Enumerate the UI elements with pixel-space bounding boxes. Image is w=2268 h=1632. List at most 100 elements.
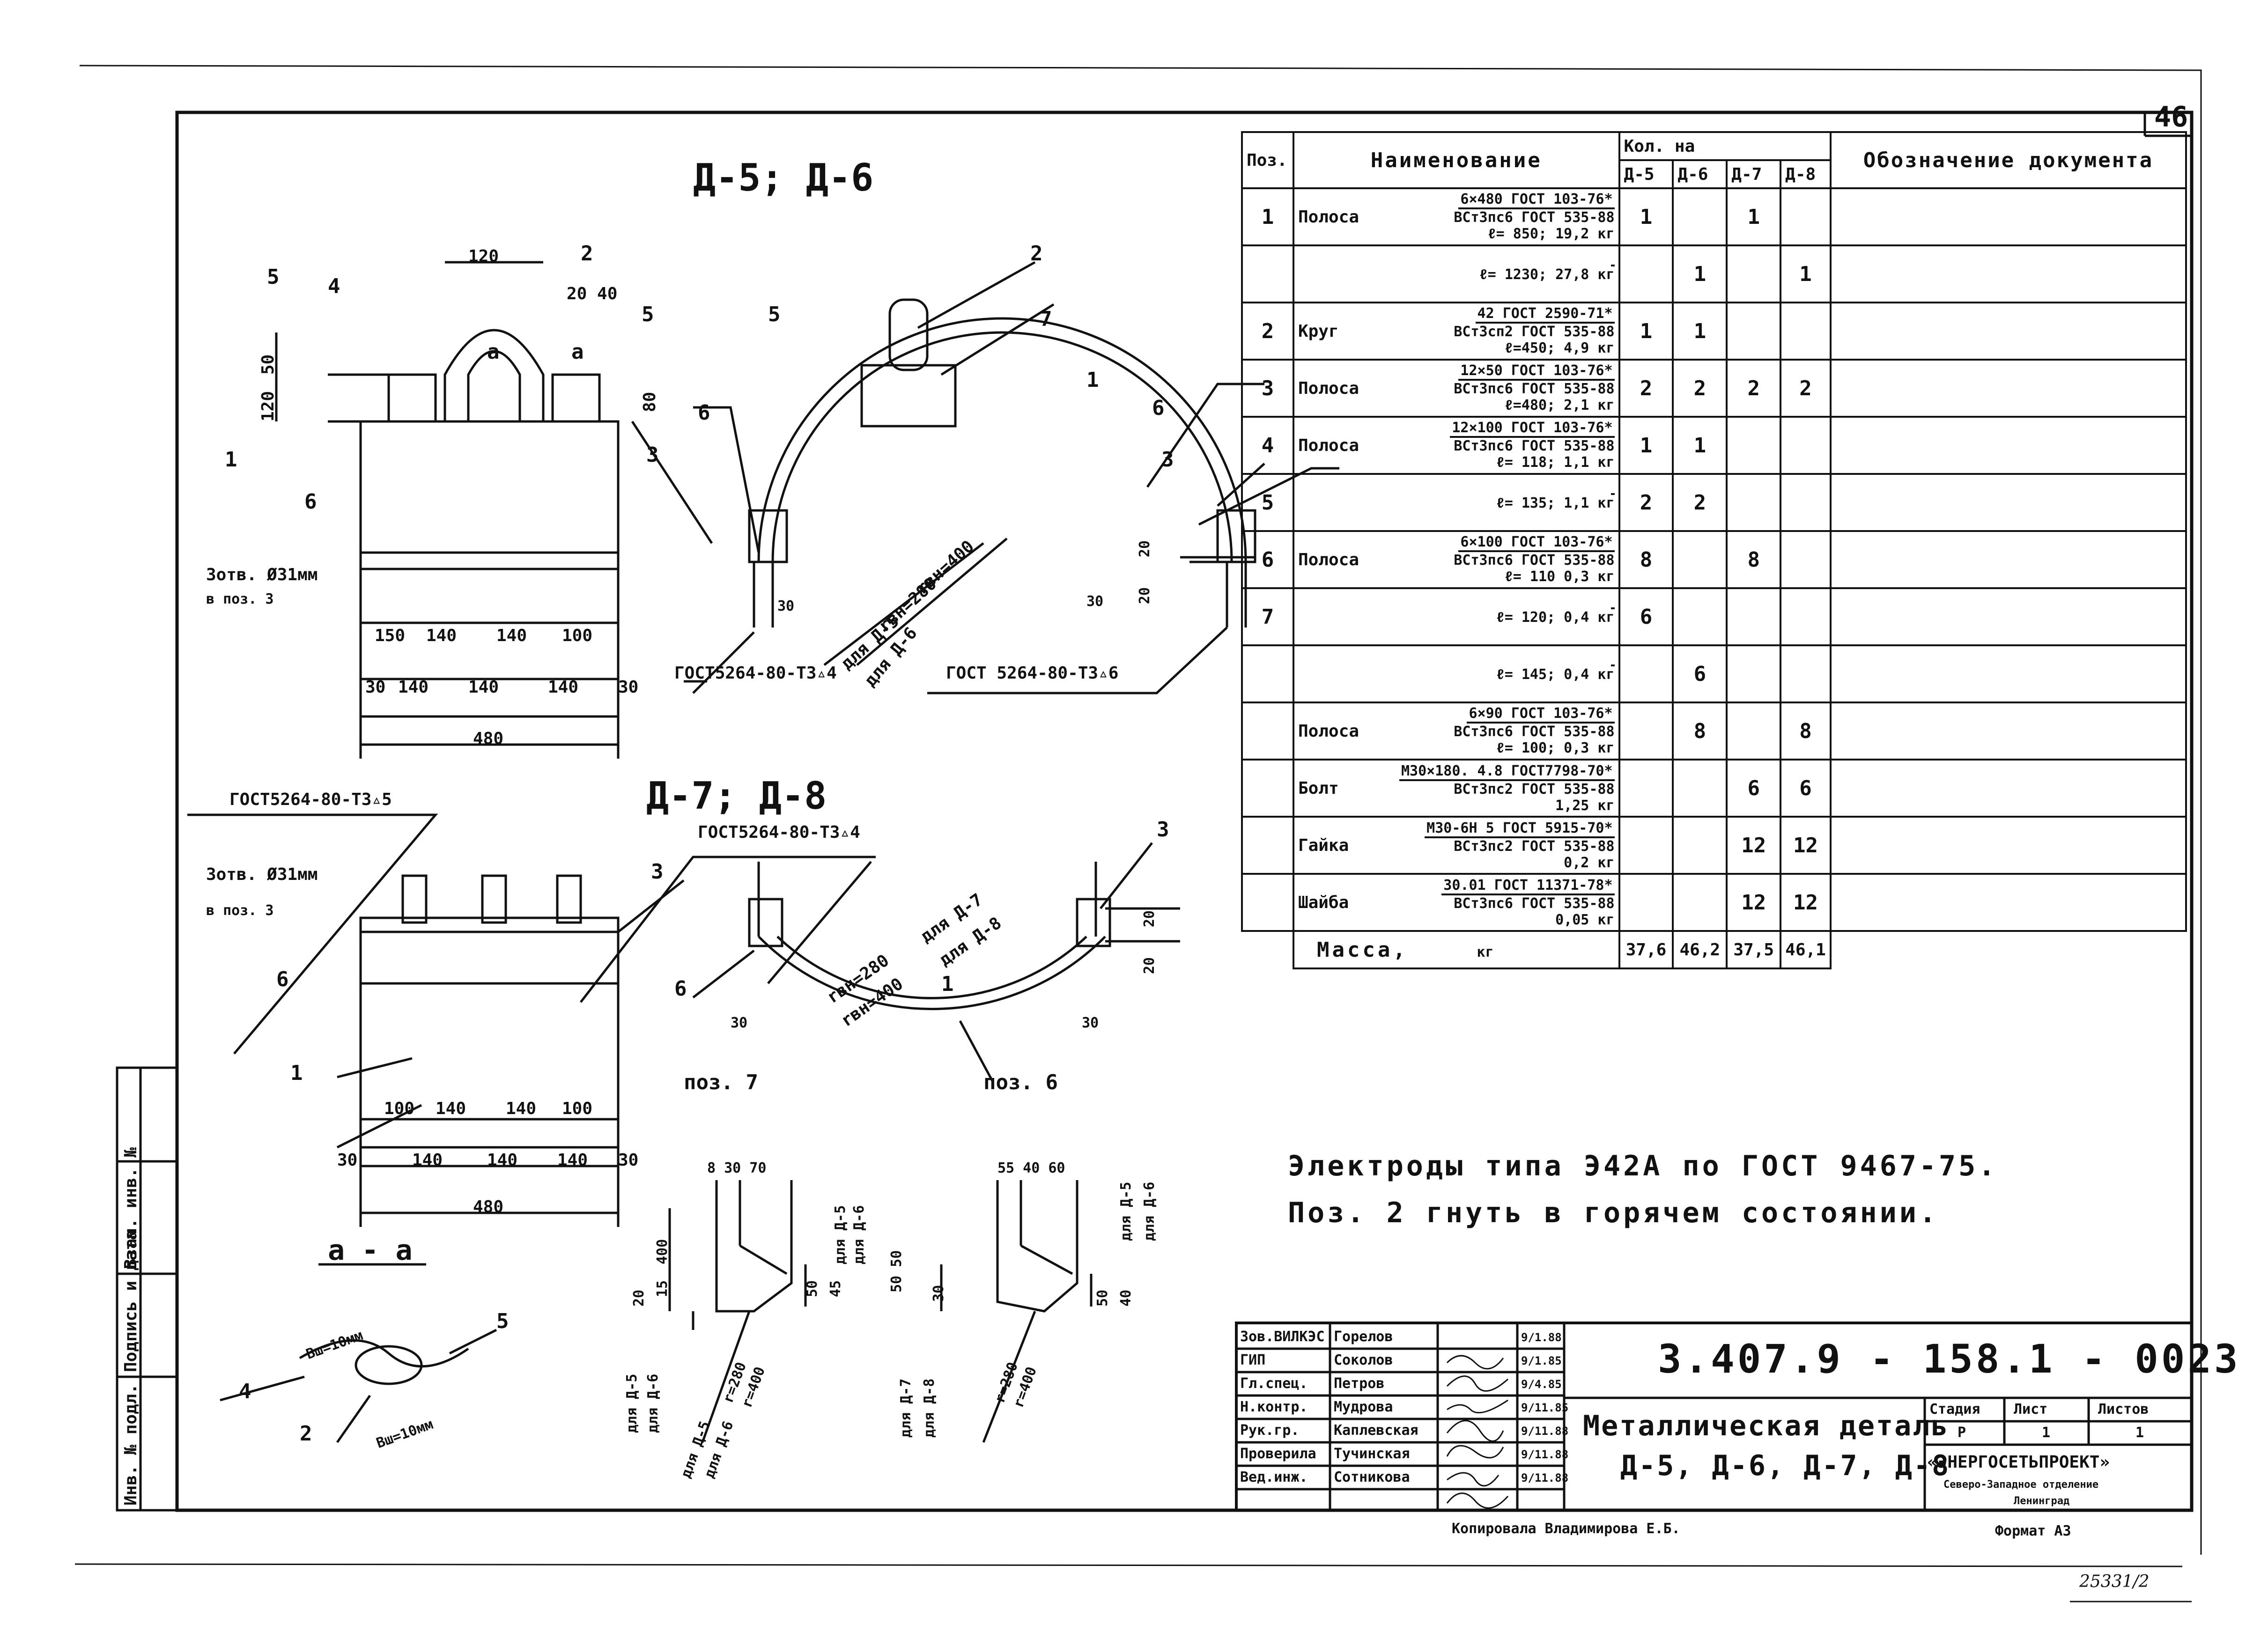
tb-role: ГИП <box>1240 1352 1266 1368</box>
tb-date: 9/4.85 <box>1521 1378 1562 1391</box>
spec-top: 42 ГОСТ 2590-71* <box>1475 305 1615 324</box>
callout-5b: 5 <box>642 303 654 326</box>
spec-top: 12×100 ГОСТ 103-76* <box>1450 420 1615 438</box>
spec-bottom: ВСт3пс2 ГОСТ 535-88 <box>1454 838 1615 855</box>
callout-2: 2 <box>581 242 593 266</box>
stage-label: Стадия <box>1929 1401 1980 1418</box>
spec-qty: 1 <box>1672 244 1728 303</box>
dim-100: 100 <box>562 626 593 645</box>
dim-140b: 140 <box>496 626 527 645</box>
spec-qty: 1 <box>1618 302 1674 361</box>
dim-20-side: 20 <box>1137 540 1153 557</box>
callout-6-side2: 6 <box>1152 396 1165 420</box>
mass-label-cell: Масса, кг <box>1292 930 1620 969</box>
spec-pos <box>1241 644 1294 703</box>
callout-1-d7side: 1 <box>941 972 954 996</box>
spec-top: 12×50 ГОСТ 103-76* <box>1458 362 1615 381</box>
tb-name: Петров <box>1334 1375 1385 1392</box>
dim-30b: 30 <box>618 678 639 697</box>
dim-120b: 120 <box>259 391 278 421</box>
dim-150: 150 <box>375 626 406 645</box>
callout-1-d7: 1 <box>290 1061 303 1085</box>
hole-note-top: 3отв. Ø31мм <box>206 565 318 584</box>
sheet-label: Лист <box>2014 1401 2048 1418</box>
sheet-number: 46 <box>2154 101 2188 133</box>
spec-extra: ℓ= 145; 0,4 кг <box>1496 666 1615 683</box>
tb-date: 9/11.88 <box>1521 1425 1569 1438</box>
spec-qty <box>1780 587 1832 646</box>
spec-doc <box>1829 587 2187 646</box>
header-qty-d8: Д-8 <box>1780 159 1832 189</box>
mass-unit: кг <box>1477 944 1494 960</box>
header-doc: Обозначение документа <box>1829 131 2187 189</box>
spec-qty: 1 <box>1618 416 1674 475</box>
spec-doc <box>1829 530 2187 589</box>
dim-140-d7c: 140 <box>412 1151 443 1170</box>
spec-top: М30×180. 4.8 ГОСТ7798-70* <box>1399 763 1615 781</box>
dim-140-d7e: 140 <box>557 1151 588 1170</box>
p7-dim-15: 15 <box>654 1280 671 1297</box>
spec-doc <box>1829 644 2187 703</box>
p6-for-d5d7: для Д-5 <box>1118 1182 1134 1241</box>
spec-qty <box>1780 644 1832 703</box>
spec-qty: 6 <box>1618 587 1674 646</box>
spec-doc <box>1829 416 2187 475</box>
spec-pos <box>1241 873 1294 932</box>
spec-qty <box>1726 473 1782 532</box>
spec-qty <box>1726 244 1782 303</box>
tb-role: Н.контр. <box>1240 1399 1308 1415</box>
spec-qty <box>1726 644 1782 703</box>
dim-100-d7b: 100 <box>562 1099 593 1118</box>
header-qty-d6: Д-6 <box>1672 159 1728 189</box>
tb-date: 9/11.85 <box>1521 1401 1569 1414</box>
tb-name: Мудрова <box>1334 1399 1393 1415</box>
spec-qty: 2 <box>1672 473 1728 532</box>
spec-top: 30.01 ГОСТ 11371-78* <box>1441 877 1615 895</box>
document-name-2: Д-5, Д-6, Д-7, Д-8 <box>1620 1449 1950 1482</box>
spec-top: 6×100 ГОСТ 103-76* <box>1458 534 1615 552</box>
callout-3-d7side: 3 <box>1157 818 1169 842</box>
spec-qty: 1 <box>1618 187 1674 246</box>
dim-20-side2: 20 <box>1137 587 1153 604</box>
weld-note-t4-2: ГОСТ5264-80-Т3▵4 <box>698 823 860 842</box>
tb-name: Сотникова <box>1334 1469 1410 1485</box>
spec-pos: 7 <box>1241 587 1294 646</box>
spec-doc <box>1829 702 2187 761</box>
spec-qty <box>1780 416 1832 475</box>
spec-extra: ℓ= 1230; 27,8 кг <box>1479 266 1615 283</box>
spec-qty <box>1672 587 1728 646</box>
spec-qty <box>1726 587 1782 646</box>
spec-bottom: ВСт3пс6 ГОСТ 535-88 <box>1454 380 1615 397</box>
spec-pos <box>1241 702 1294 761</box>
callout-a: а <box>487 340 500 364</box>
spec-qty: 8 <box>1780 702 1832 761</box>
p7-for-d6: для Д-6 <box>851 1205 867 1264</box>
callout-3: 3 <box>646 443 659 467</box>
spec-pos: 5 <box>1241 473 1294 532</box>
spec-extra: ℓ= 135; 1,1 кг <box>1496 495 1615 511</box>
p7-for-d6-b: для Д-6 <box>645 1374 661 1433</box>
spec-qty <box>1618 702 1674 761</box>
spec-qty <box>1618 244 1674 303</box>
header-qty: Кол. на <box>1618 131 1832 161</box>
hole-note-top2: в поз. 3 <box>206 591 274 607</box>
spec-qty: 8 <box>1618 530 1674 589</box>
copied-by: Копировала Владимирова Е.Б. <box>1452 1521 1680 1537</box>
dim-30-side: 30 <box>777 598 795 614</box>
header-pos: Поз. <box>1241 131 1294 189</box>
spec-bottom: ВСт3пс6 ГОСТ 535-88 <box>1454 209 1615 226</box>
weld-note-t4-1: ГОСТ5264-80-Т3▵4 <box>674 664 837 683</box>
tb-date: 9/1.85 <box>1521 1354 1562 1367</box>
spec-qty: 12 <box>1726 816 1782 875</box>
tb-name: Горелов <box>1334 1329 1393 1345</box>
spec-name-cell: ℓ= 145; 0,4 кг <box>1292 644 1620 703</box>
